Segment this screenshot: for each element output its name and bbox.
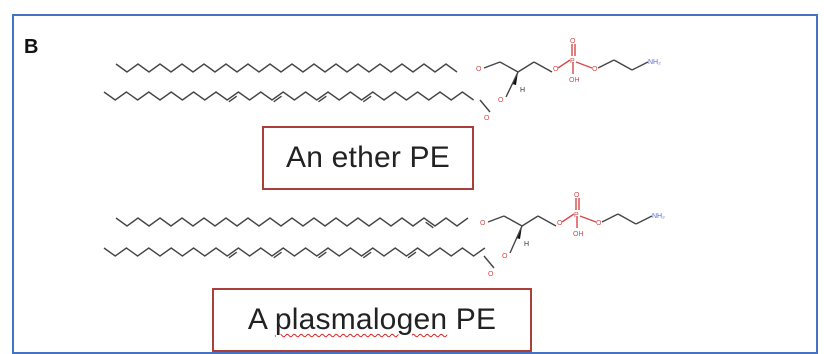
panel-letter: B <box>24 36 39 58</box>
bond <box>521 215 539 227</box>
spellcheck-underlined-word: plasmalogen <box>274 303 448 336</box>
oxygen-atom: O <box>557 220 563 227</box>
double-bond <box>273 95 282 103</box>
hydrogen-atom: H <box>524 241 529 248</box>
bond <box>483 61 501 69</box>
bond <box>487 215 505 223</box>
acyl-chain <box>103 91 475 101</box>
bond <box>557 59 571 69</box>
oxygen-atom: O <box>480 220 486 227</box>
hydroxyl-group: OH <box>569 77 580 84</box>
ether-pe-structure: O O P O OH O NH₂ H O O <box>103 38 661 122</box>
oxygen-atom: O <box>553 66 559 73</box>
alkyl-ether-chain <box>115 63 458 73</box>
hydroxyl-group: OH <box>573 231 584 238</box>
double-bond <box>425 221 434 229</box>
double-bond <box>273 251 282 259</box>
plasmalogen-pe-label: A plasmalogen PE <box>247 303 497 336</box>
bond <box>601 213 619 223</box>
carbonyl-oxygen: O <box>484 115 490 122</box>
double-bond <box>318 95 327 103</box>
oxygen-atom: O <box>592 66 598 73</box>
oxygen-atom: O <box>596 220 602 227</box>
oxygen-atom: O <box>498 97 504 104</box>
hydrogen-atom: H <box>520 87 525 94</box>
plasmalogen-pe-label-box: A plasmalogen PE <box>212 288 532 352</box>
oxygen-atom: O <box>570 38 576 45</box>
bond <box>575 61 593 69</box>
bond <box>503 215 523 227</box>
amine-group: NH₂ <box>648 59 661 66</box>
amine-group: NH₂ <box>652 213 665 220</box>
bond <box>499 61 519 73</box>
bond <box>479 99 491 113</box>
double-bond <box>318 251 327 259</box>
acyl-chain <box>103 247 486 257</box>
bond <box>617 213 637 225</box>
bond <box>505 71 519 98</box>
bond <box>631 61 649 71</box>
ether-pe-label-box: An ether PE <box>262 126 474 190</box>
oxygen-atom: O <box>502 253 508 260</box>
double-bond <box>362 251 372 259</box>
double-bond <box>228 95 238 103</box>
double-bond <box>407 251 417 259</box>
alkenyl-ether-chain <box>115 217 469 227</box>
oxygen-atom: O <box>476 66 482 73</box>
bond <box>537 215 557 227</box>
phosphorus-atom: P <box>570 58 575 65</box>
oxygen-atom: O <box>574 192 580 199</box>
bond <box>561 213 575 223</box>
bond <box>579 215 597 223</box>
bond <box>533 61 553 73</box>
double-bond <box>362 95 372 103</box>
bond <box>597 59 615 69</box>
ether-pe-label: An ether PE <box>286 141 450 174</box>
carbonyl-oxygen: O <box>488 271 494 278</box>
bond <box>509 225 523 254</box>
double-bond <box>228 251 238 259</box>
bond <box>635 215 653 225</box>
plasmalogen-pe-structure: O O P O OH O NH₂ H O O <box>103 192 665 278</box>
bond <box>517 61 535 73</box>
bond <box>613 59 633 71</box>
bond <box>483 255 495 269</box>
phosphorus-atom: P <box>574 212 579 219</box>
